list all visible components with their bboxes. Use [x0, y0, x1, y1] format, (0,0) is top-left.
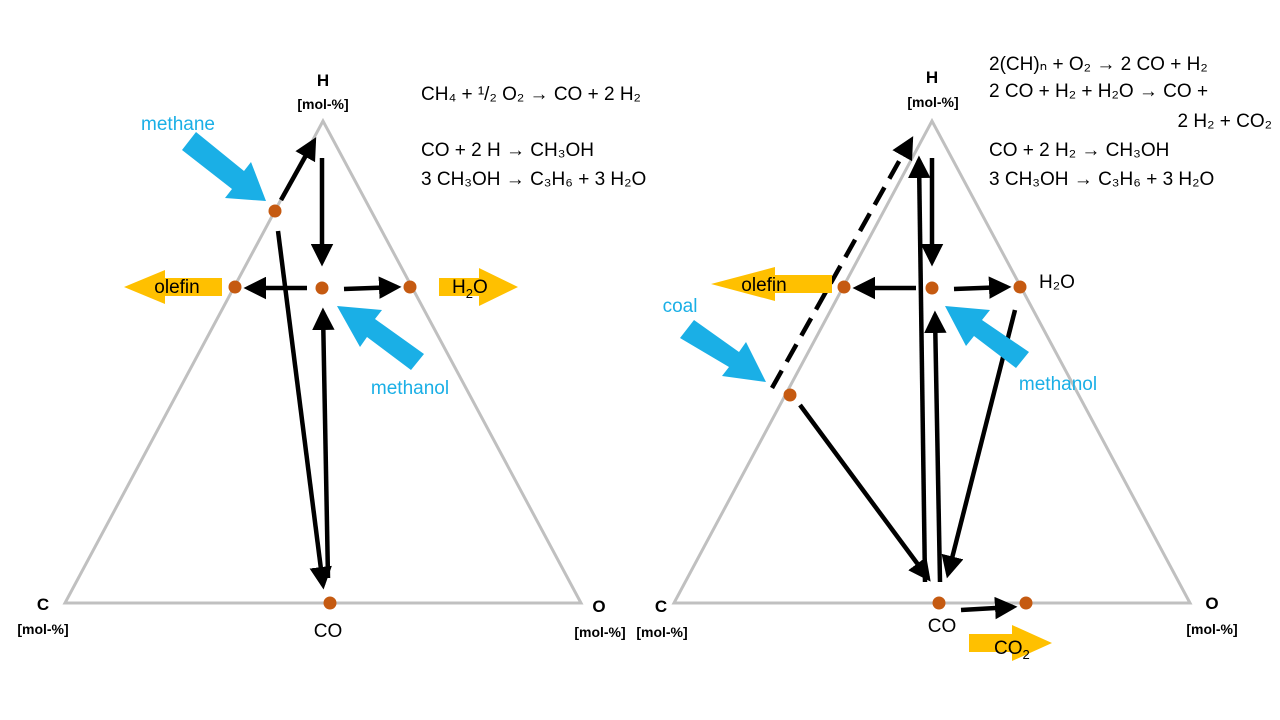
left-node-methanol	[315, 281, 329, 295]
right-coal-feed-arrow	[680, 320, 766, 382]
left-methanol-feed-arrow	[337, 306, 424, 370]
left-equation-2: CO + 2 H → CH₃OH	[421, 140, 594, 161]
left-vertex-c-label: C	[37, 595, 49, 614]
right-node-co2	[1019, 596, 1033, 610]
left-ternary-triangle	[62, 117, 584, 605]
right-co2-product-arrow	[969, 625, 1052, 661]
left-methane-feed-arrow	[182, 132, 266, 201]
left-equations: CH₄ + ¹/₂ O₂ → CO + 2 H₂ CO + 2 H → CH₃O…	[421, 84, 646, 190]
right-coal-label: coal	[663, 296, 698, 317]
right-olefin-label: olefin	[741, 275, 786, 296]
right-node-olefin	[837, 280, 851, 294]
left-methanol-label: methanol	[371, 378, 449, 399]
right-equation-2-continued: 2 H₂ + CO₂	[1178, 111, 1272, 132]
right-co2-label: CO2	[994, 638, 1030, 662]
right-equation-4: 3 CH₃OH → C₃H₆ + 3 H₂O	[989, 169, 1214, 190]
right-arrow-co-to-methanol	[924, 310, 947, 583]
right-ternary-triangle	[671, 117, 1193, 605]
left-equation-1: CH₄ + ¹/₂ O₂ → CO + 2 H₂	[421, 84, 641, 105]
right-methanol-feed-arrow	[945, 306, 1029, 368]
left-methane-label: methane	[141, 114, 215, 135]
left-arrow-co-to-methanol	[312, 307, 335, 579]
left-vertex-o-label: O	[592, 597, 605, 616]
right-diagram: H [mol-%] C [mol-%] O [mol-%] coal metha…	[636, 54, 1272, 662]
right-arrow-coal-to-co	[798, 403, 931, 582]
left-arrow-methane-to-h	[279, 137, 317, 202]
right-node-co	[932, 596, 946, 610]
right-vertex-o-unit: [mol-%]	[1186, 621, 1237, 637]
right-olefin-product-arrow	[711, 267, 832, 301]
right-equation-3: CO + 2 H₂ → CH₃OH	[989, 140, 1169, 161]
right-arrow-methanol-to-h2o	[953, 276, 1012, 299]
left-node-olefin	[228, 280, 242, 294]
left-node-methane	[268, 204, 282, 218]
right-h2o-label: H₂O	[1039, 272, 1075, 293]
right-co-label: CO	[928, 616, 957, 637]
right-vertex-c-unit: [mol-%]	[636, 624, 687, 640]
right-node-h2o	[1013, 280, 1027, 294]
right-vertex-o-label: O	[1205, 594, 1218, 613]
left-olefin-product-arrow	[124, 270, 222, 304]
right-equation-2: 2 CO + H₂ + H₂O → CO +	[989, 81, 1208, 102]
left-co-label: CO	[314, 621, 343, 642]
right-equation-1: 2(CH)ₙ + O₂ → 2 CO + H₂	[989, 54, 1208, 75]
left-diagram: H [mol-%] C [mol-%] O [mol-%] methane me…	[17, 71, 646, 642]
left-h2o-product-arrow	[439, 268, 518, 306]
left-h2o-label: H2O	[452, 277, 488, 301]
left-node-co	[323, 596, 337, 610]
left-vertex-o-unit: [mol-%]	[574, 624, 625, 640]
left-arrow-methane-to-co	[275, 230, 332, 590]
left-vertex-c-unit: [mol-%]	[17, 621, 68, 637]
right-vertex-h-label: H	[926, 68, 938, 87]
left-vertex-h-label: H	[317, 71, 329, 90]
left-vertex-h-unit: [mol-%]	[297, 96, 348, 112]
left-node-h2o	[403, 280, 417, 294]
right-node-coal	[783, 388, 797, 402]
right-arrow-co-to-co2	[960, 596, 1018, 620]
right-node-methanol	[925, 281, 939, 295]
right-equations: 2(CH)ₙ + O₂ → 2 CO + H₂ 2 CO + H₂ + H₂O …	[989, 54, 1272, 190]
right-arrow-co-to-h	[908, 155, 931, 583]
right-vertex-c-label: C	[655, 597, 667, 616]
left-equation-3: 3 CH₃OH → C₃H₆ + 3 H₂O	[421, 169, 646, 190]
right-vertex-h-unit: [mol-%]	[907, 94, 958, 110]
left-olefin-label: olefin	[154, 277, 199, 298]
right-methanol-label: methanol	[1019, 374, 1097, 395]
left-arrow-methanol-to-h2o	[343, 276, 402, 299]
right-arrow-coal-to-h-dashed	[770, 136, 914, 390]
